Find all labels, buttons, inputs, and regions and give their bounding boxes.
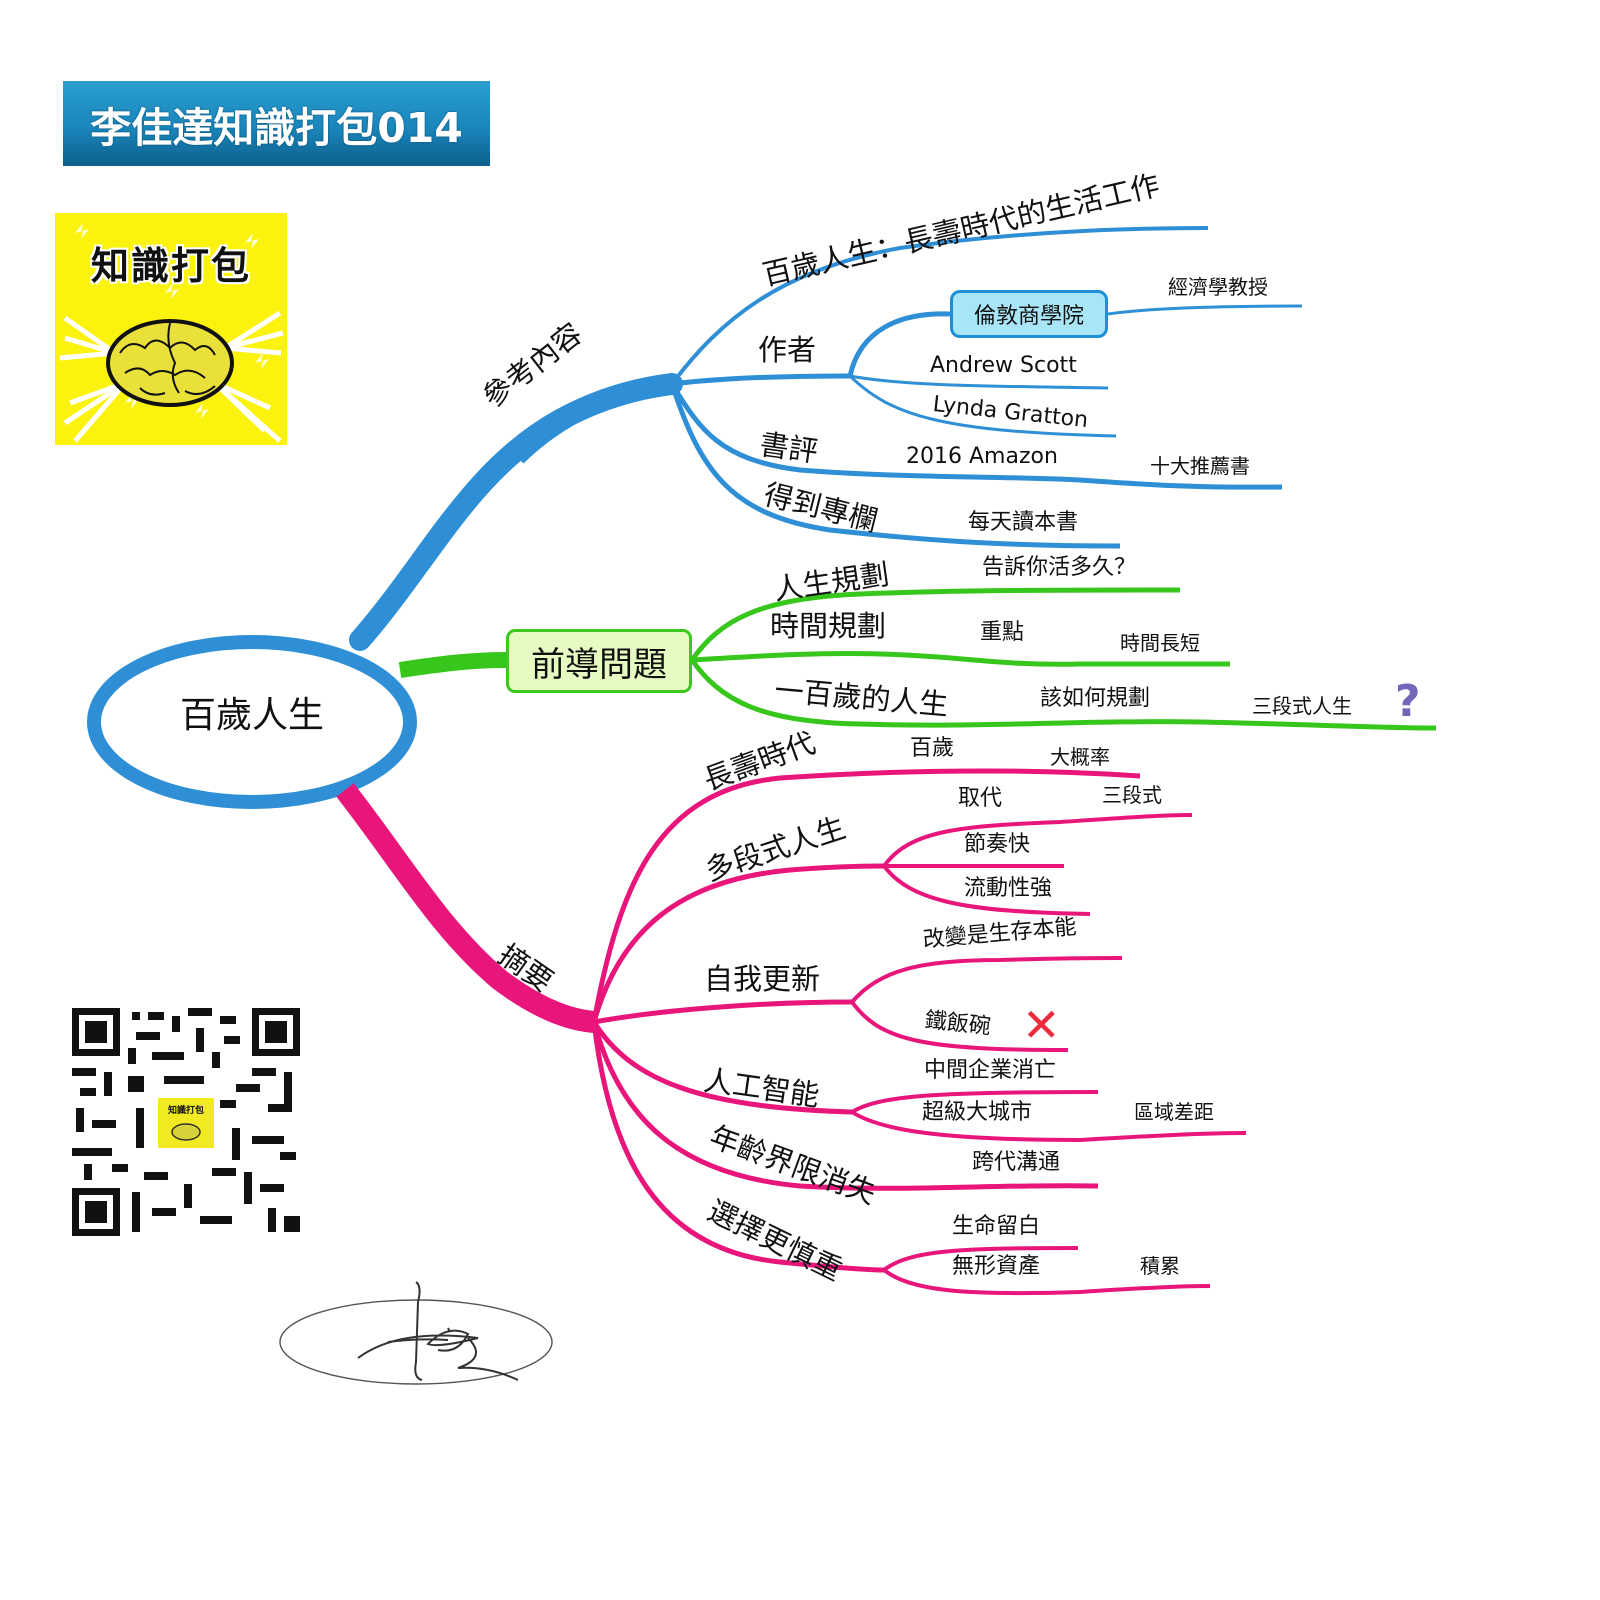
q-key-point[interactable]: 重點	[980, 620, 1025, 645]
ref-andrew-scott[interactable]: Andrew Scott	[930, 353, 1077, 378]
s-megacity[interactable]: 超級大城市	[922, 1100, 1033, 1125]
q-time-planning[interactable]: 時間規劃	[770, 609, 887, 643]
logo-text: 知識打包	[90, 244, 251, 288]
s-mid-enterprise[interactable]: 中間企業消亡	[924, 1058, 1057, 1083]
q-time-length[interactable]: 時間長短	[1120, 631, 1200, 655]
s-accumulate[interactable]: 積累	[1140, 1254, 1180, 1278]
qr-center-text: 知識打包	[167, 1104, 204, 1116]
ref-econ-prof[interactable]: 經濟學教授	[1168, 275, 1268, 299]
q-how-plan[interactable]: 該如何規劃	[1040, 686, 1151, 711]
s-three-stage[interactable]: 三段式	[1102, 783, 1162, 807]
x-mark-icon: ✕	[1022, 998, 1061, 1052]
s-regional-gap[interactable]: 區域差距	[1134, 1100, 1214, 1124]
ref-lbs-box[interactable]: 倫敦商學院	[950, 290, 1108, 338]
s-high-mobility[interactable]: 流動性強	[964, 876, 1053, 901]
s-replace[interactable]: 取代	[958, 786, 1003, 811]
s-life-blank[interactable]: 生命留白	[952, 1214, 1041, 1239]
page-title: 李佳達知識打包014	[90, 103, 463, 152]
s-high-prob[interactable]: 大概率	[1050, 745, 1110, 769]
central-node-outline	[87, 635, 417, 809]
s-cross-gen[interactable]: 跨代溝通	[972, 1150, 1061, 1175]
ref-daily-book[interactable]: 每天讀本書	[968, 510, 1079, 535]
ref-amazon-2016[interactable]: 2016 Amazon	[906, 444, 1058, 469]
ref-author[interactable]: 作者	[758, 333, 817, 367]
qr-code[interactable]: 知識打包	[72, 1008, 300, 1236]
s-intangible-assets[interactable]: 無形資產	[952, 1254, 1041, 1279]
q-three-stage[interactable]: 三段式人生	[1252, 694, 1352, 718]
s-hundred[interactable]: 百歲	[910, 736, 955, 761]
brain-icon	[59, 223, 284, 443]
central-topic[interactable]: 百歲人生	[180, 695, 325, 736]
branch-guiding-questions[interactable]: 前導問題	[506, 629, 692, 693]
ref-review[interactable]: 書評	[757, 427, 820, 469]
q-how-long[interactable]: 告訴你活多久？	[982, 555, 1137, 580]
question-icon: ?	[1395, 676, 1421, 727]
knowledge-pack-logo: 知識打包	[55, 213, 287, 445]
s-self-renewal[interactable]: 自我更新	[704, 962, 821, 996]
signature-icon	[279, 1281, 553, 1385]
title-banner: 李佳達知識打包014	[63, 81, 490, 166]
s-fast-pace[interactable]: 節奏快	[964, 832, 1031, 857]
ref-top10[interactable]: 十大推薦書	[1150, 454, 1250, 478]
